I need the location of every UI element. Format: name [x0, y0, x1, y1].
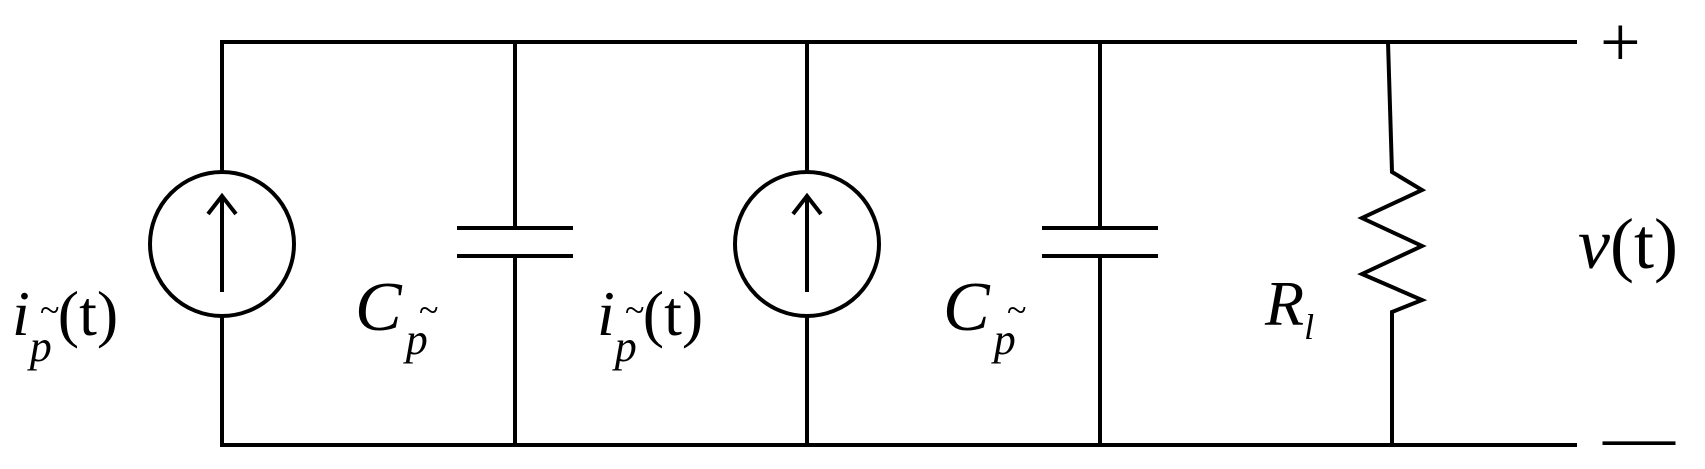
current-source-2	[733, 40, 881, 447]
current-source-1	[148, 40, 296, 447]
current-source-circle	[733, 170, 881, 318]
current-source-circle	[148, 170, 296, 318]
label-sub: p	[27, 322, 52, 371]
source-1-label: ip(t)	[12, 278, 118, 371]
label-main: v	[1578, 204, 1610, 284]
label-main: C	[355, 269, 403, 346]
resistor-label: Rl	[1264, 268, 1314, 347]
capacitor-1-tilde: ~	[419, 290, 438, 330]
capacitor-2	[1042, 40, 1158, 447]
label-sub: l	[1304, 307, 1314, 347]
capacitor-1	[457, 40, 573, 447]
source-2-tilde: ~	[625, 290, 644, 330]
capacitor-1-label: Cp	[355, 269, 428, 364]
minus-terminal: —	[1602, 396, 1676, 469]
label-main: C	[943, 269, 991, 346]
label-main: R	[1264, 268, 1304, 339]
label-args: (t)	[643, 278, 703, 349]
capacitor-2-tilde: ~	[1007, 290, 1026, 330]
label-sub: p	[991, 315, 1016, 364]
label-sub: p	[403, 315, 428, 364]
source-1-tilde: ~	[40, 290, 59, 330]
capacitor-2-label: Cp	[943, 269, 1016, 364]
source-2-label: ip(t)	[597, 278, 703, 371]
resistor	[1357, 41, 1428, 445]
arrow-up-icon	[791, 192, 823, 292]
output-voltage-label: v(t)	[1578, 204, 1678, 284]
label-args: (t)	[58, 278, 118, 349]
label-main: i	[12, 278, 30, 349]
label-main: i	[597, 278, 615, 349]
arrow-up-icon	[206, 192, 238, 292]
plus-terminal: +	[1600, 2, 1641, 82]
label-args: (t)	[1610, 204, 1678, 284]
label-sub: p	[612, 322, 637, 371]
